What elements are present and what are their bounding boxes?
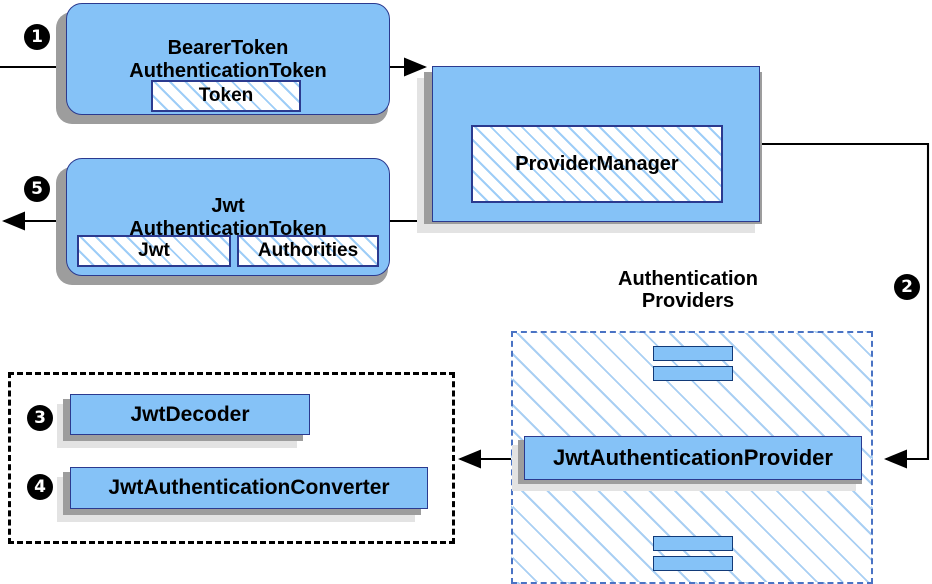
marker-step-1-glyph: 1 [31,26,43,47]
marker-step-1: 1 [24,24,50,50]
provider-stub-bar-top-2 [653,366,733,381]
bearer-token-title: BearerToken AuthenticationToken [67,37,389,83]
marker-step-4-glyph: 4 [34,476,46,497]
jwt-authentication-provider-label: JwtAuthenticationProvider [553,445,833,470]
token-inner-box[interactable]: Token [151,80,301,112]
jwt-decoder-label: JwtDecoder [130,402,250,426]
authorities-inner-box[interactable]: Authorities [237,235,379,267]
jwt-decoder-node[interactable]: JwtDecoder [70,394,310,435]
marker-step-3-glyph: 3 [34,407,46,428]
jwt-token-title-line1: Jwt [211,195,245,217]
provider-manager-label: ProviderManager [515,152,679,175]
marker-step-2-glyph: 2 [901,276,913,297]
jwt-authentication-provider-node[interactable]: JwtAuthenticationProvider [524,436,862,480]
marker-step-5-glyph: 5 [31,178,43,199]
provider-stub-bar-bottom-1 [653,536,733,551]
providers-caption-line1: Authentication [618,268,758,290]
bearer-token-title-line1: BearerToken [167,37,289,59]
marker-step-4: 4 [27,474,53,500]
marker-step-3: 3 [27,405,53,431]
jwt-token-title: Jwt AuthenticationToken [67,195,389,241]
provider-manager-inner-box[interactable]: ProviderManager [471,125,723,203]
providers-caption-line2: Providers [641,290,735,313]
authorities-inner-label: Authorities [257,240,359,261]
marker-step-5: 5 [24,176,50,202]
jwt-inner-box[interactable]: Jwt [77,235,231,267]
bearer-token-authentication-token-node[interactable]: BearerToken AuthenticationToken Token [66,3,390,115]
provider-stub-bar-bottom-2 [653,556,733,571]
provider-stub-bar-top-1 [653,346,733,361]
jwt-inner-label: Jwt [138,240,170,261]
jwt-authentication-token-node[interactable]: Jwt AuthenticationToken Jwt Authorities [66,158,390,276]
authentication-providers-caption: Authentication Providers [568,268,808,313]
jwt-authentication-converter-label: JwtAuthenticationConverter [108,476,390,499]
jwt-token-title-line2: AuthenticationToken [129,218,327,240]
token-inner-label: Token [198,85,254,106]
support-group-container[interactable] [8,372,455,544]
jwt-authentication-converter-node[interactable]: JwtAuthenticationConverter [70,467,428,509]
authentication-manager-node[interactable]: AuthenticationManager ProviderManager [432,66,760,222]
bearer-token-title-line2: AuthenticationToken [129,60,327,82]
marker-step-2: 2 [894,274,920,300]
